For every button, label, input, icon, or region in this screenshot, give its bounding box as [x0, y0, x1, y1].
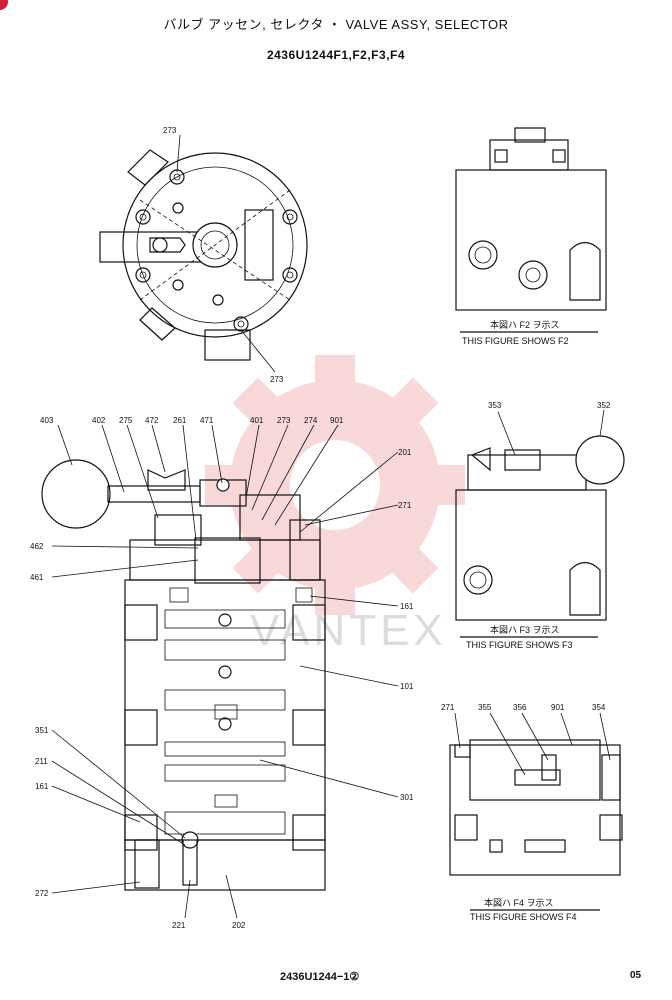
watermark-gear-icon	[205, 355, 465, 615]
callout-211: 211	[35, 757, 48, 766]
callout-271: 271	[441, 703, 455, 712]
callout-261: 261	[173, 416, 187, 425]
callout-273: 273	[277, 416, 291, 425]
top-view	[99, 134, 308, 373]
drawing-number: 2436U1244−1②	[280, 971, 360, 983]
callout-273: 273	[270, 375, 284, 384]
f3-view	[455, 409, 625, 638]
f2-caption-en: THIS FIGURE SHOWS F2	[462, 336, 569, 346]
callout-356: 356	[513, 703, 527, 712]
callout-221: 221	[172, 921, 186, 930]
main-section-view	[41, 459, 326, 891]
f2-view	[455, 127, 607, 333]
page-title: バルブ アッセン, セレクタ ・ VALVE ASSY, SELECTOR	[163, 17, 509, 32]
f4-caption-jp: 本図ハ F4 ヲ示ス	[484, 897, 554, 908]
callout-471: 471	[200, 416, 214, 425]
callout-355: 355	[478, 703, 492, 712]
callout-352: 352	[597, 401, 611, 410]
model-codes: 2436U1244F1,F2,F3,F4	[266, 48, 406, 62]
callout-101: 101	[400, 682, 414, 691]
callout-274: 274	[304, 416, 318, 425]
callout-301: 301	[400, 793, 414, 802]
callout-271: 271	[398, 501, 412, 510]
f3-caption-en: THIS FIGURE SHOWS F3	[466, 640, 573, 650]
corner-badge	[0, 0, 8, 10]
callout-351: 351	[35, 726, 49, 735]
callout-275: 275	[119, 416, 133, 425]
callout-272: 272	[35, 889, 49, 898]
callout-401: 401	[250, 416, 264, 425]
f2-caption-jp: 本図ハ F2 ヲ示ス	[490, 319, 560, 330]
callout-161: 161	[35, 782, 49, 791]
callout-354: 354	[592, 703, 606, 712]
f3-caption-jp: 本図ハ F3 ヲ示ス	[490, 624, 560, 635]
callout-402: 402	[92, 416, 106, 425]
f4-view	[449, 712, 623, 911]
callout-161: 161	[400, 602, 414, 611]
callout-403: 403	[40, 416, 54, 425]
callout-201: 201	[398, 448, 412, 457]
f4-caption-en: THIS FIGURE SHOWS F4	[470, 912, 577, 922]
callout-273: 273	[163, 126, 177, 135]
callout-202: 202	[232, 921, 246, 930]
callout-901: 901	[330, 416, 344, 425]
callout-901: 901	[551, 703, 565, 712]
watermark-text: VANTEX	[250, 606, 447, 655]
callout-462: 462	[30, 542, 44, 551]
callout-472: 472	[145, 416, 159, 425]
callout-353: 353	[488, 401, 502, 410]
callout-461: 461	[30, 573, 44, 582]
leader-lines	[51, 424, 399, 919]
page-number: 05	[630, 970, 642, 981]
